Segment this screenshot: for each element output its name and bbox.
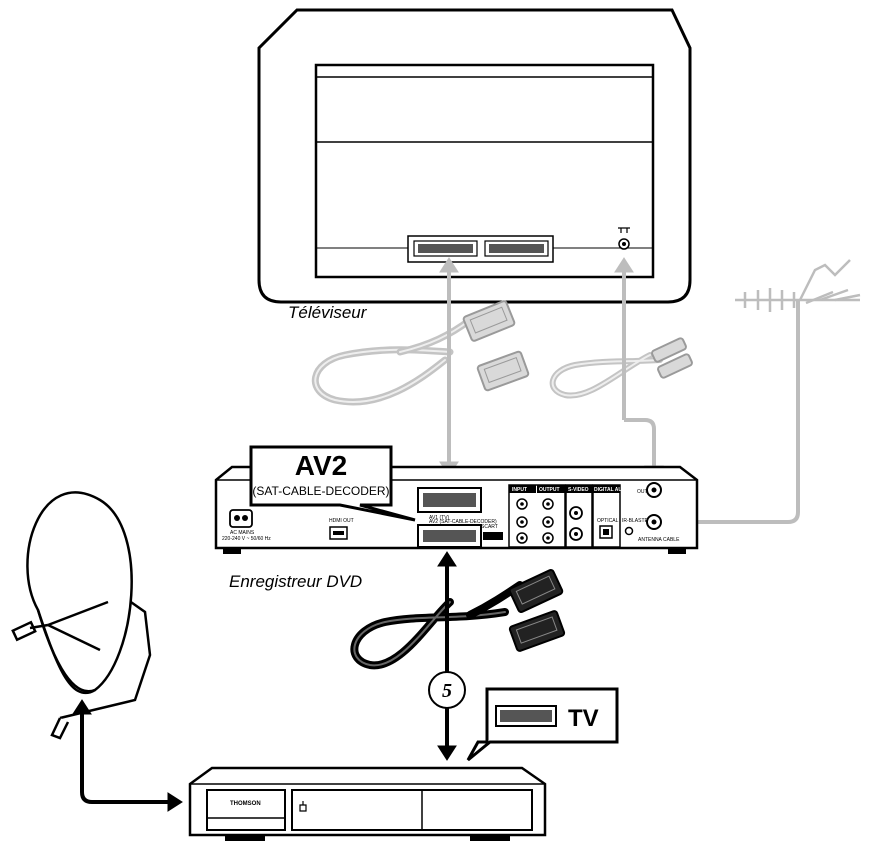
satellite-dish: [11, 491, 152, 740]
ac-mains-text: AC MAINS: [230, 530, 255, 536]
ir-jack: [624, 526, 634, 536]
tv-label: Téléviseur: [288, 303, 368, 322]
av2-title: AV2: [295, 450, 347, 481]
scart-plug-black-2: [508, 610, 566, 652]
scart-cable-tv: [311, 316, 474, 406]
receiver-front-panel: [291, 789, 533, 831]
s-video-text: S-VIDEO: [568, 487, 589, 493]
mode-switch: [483, 532, 503, 540]
lock-icon: [299, 801, 307, 812]
voltage-text: 220-240 V ~ 50/60 Hz: [222, 536, 271, 542]
receiver-brand: THOMSON: [230, 801, 261, 807]
scart-plug-grey-2: [476, 350, 530, 392]
output-text: OUTPUT: [539, 487, 560, 493]
digital-audio-text: DIGITAL AUDIO OUT: [594, 487, 643, 493]
rf-plug-grey: [651, 337, 693, 379]
rf-cable-tv: [549, 352, 663, 399]
receiver-display-panel: [206, 789, 286, 831]
antenna-text: ANTENNA CABLE: [638, 537, 680, 543]
television: [257, 8, 692, 304]
scart-plug-black-1: [508, 569, 564, 613]
scart-plug-grey-1: [462, 300, 516, 342]
step-number: 5: [442, 680, 452, 702]
av1-text: AV1 (TV): [429, 515, 450, 521]
av2-text: AV2 (SAT-CABLE-DECODER): [429, 519, 497, 525]
optical-text: OPTICAL: [597, 518, 619, 524]
rf-out-text: OUT: [637, 489, 648, 495]
scart-cable-black: [350, 581, 524, 670]
tv-connector-text: TV: [568, 705, 599, 732]
ir-text: IR-BLASTER: [622, 518, 652, 524]
hdmi-text: HDMI OUT: [329, 518, 354, 524]
ac-mains-socket: [229, 509, 253, 528]
step-badge: 5: [428, 671, 466, 709]
dish-link-arrow: [72, 699, 183, 812]
input-text: INPUT: [512, 487, 527, 493]
recorder-label: Enregistreur DVD: [229, 572, 362, 591]
satellite-receiver: THOMSON: [188, 766, 547, 841]
decoder-link-arrow: [437, 551, 457, 761]
scart-link-arrow: [439, 257, 459, 477]
dvd-recorder: AC MAINS 220-240 V ~ 50/60 Hz HDMI OUT A…: [214, 465, 699, 554]
av2-subtitle: (SAT-CABLE-DECODER): [252, 484, 389, 498]
av2-callout: AV2 (SAT-CABLE-DECODER): [249, 445, 416, 522]
svg-text:SCART: SCART: [481, 524, 498, 530]
antenna-symbol-icon: [618, 227, 630, 233]
tv-connector-callout: TV: [466, 687, 619, 762]
